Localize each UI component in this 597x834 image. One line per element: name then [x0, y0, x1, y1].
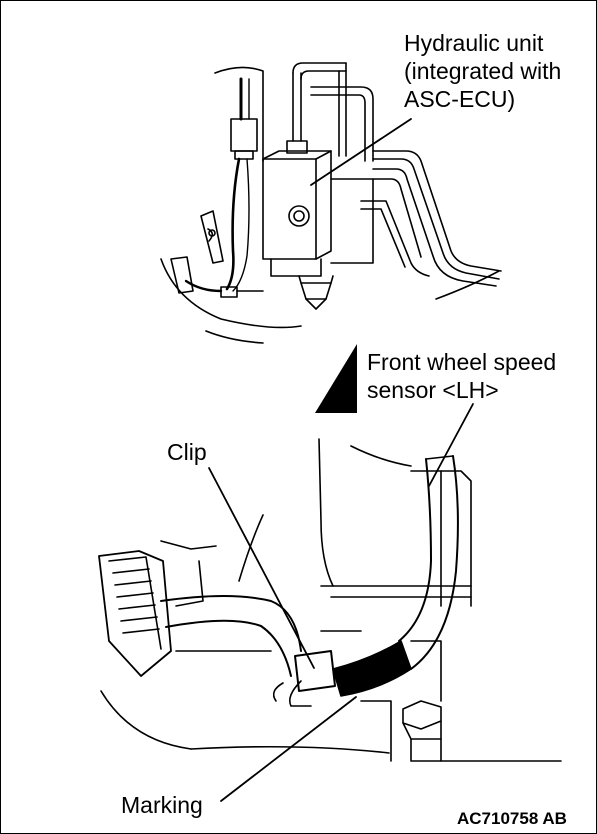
label-hydraulic-unit: Hydraulic unit (integrated with ASC-ECU)	[404, 29, 561, 113]
leader-hydraulic-unit	[310, 118, 412, 186]
sensor-clip-view	[98, 438, 562, 762]
hydraulic-unit-view	[160, 62, 502, 344]
leader-marking	[220, 696, 357, 802]
label-front-wheel-speed-sensor: Front wheel speed sensor <LH>	[367, 348, 556, 404]
leader-front-wheel-speed-sensor	[428, 403, 474, 487]
label-clip: Clip	[167, 439, 207, 465]
leader-lines	[208, 118, 474, 802]
label-hydraulic-unit-line2: (integrated with	[404, 58, 562, 84]
label-hydraulic-unit-line3: ASC-ECU)	[404, 86, 516, 112]
leader-clip	[208, 467, 315, 669]
label-marking: Marking	[121, 792, 203, 818]
view-direction-arrow	[315, 344, 357, 413]
label-front-wheel-speed-sensor-line2: sensor <LH>	[367, 377, 499, 403]
figure-code: AC710758 AB	[457, 809, 567, 828]
label-hydraulic-unit-line1: Hydraulic unit	[404, 30, 544, 56]
label-front-wheel-speed-sensor-line1: Front wheel speed	[367, 349, 557, 375]
